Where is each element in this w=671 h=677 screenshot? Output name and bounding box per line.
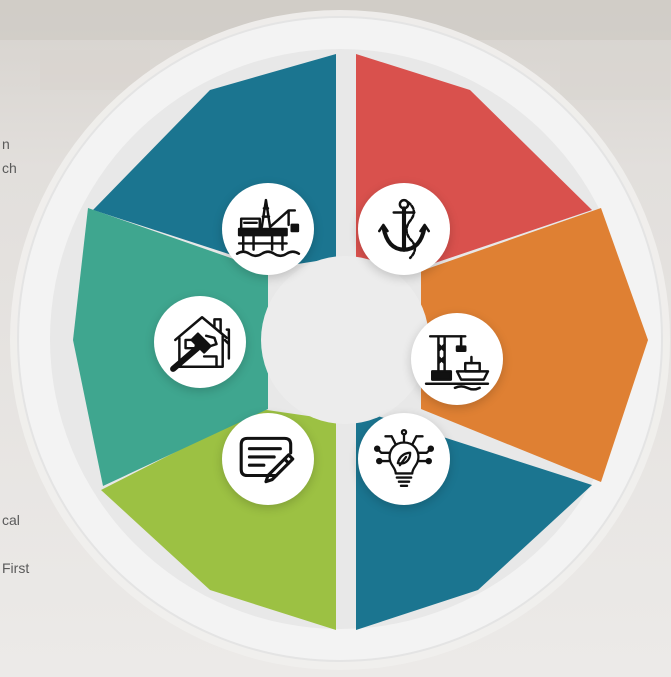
badge-house-hammer xyxy=(154,296,246,388)
badge-anchor xyxy=(358,183,450,275)
segment-right xyxy=(421,208,648,482)
center-hub xyxy=(261,256,429,424)
badge-document xyxy=(222,413,314,505)
background-text: ch xyxy=(2,160,17,176)
background-text: First xyxy=(2,560,30,576)
badge-port-crane xyxy=(411,313,503,405)
badge-lightbulb xyxy=(358,413,450,505)
anchor-rope-icon xyxy=(378,198,430,260)
offshore-oil-rig-icon xyxy=(235,198,301,258)
background-text: cal xyxy=(2,512,20,528)
document-edit-icon xyxy=(239,436,295,484)
background-text: n xyxy=(2,136,10,152)
port-crane-ship-icon xyxy=(424,335,490,391)
house-hammer-icon xyxy=(170,316,231,372)
badge-oil-rig xyxy=(222,183,314,275)
lightbulb-leaf-circuit-icon xyxy=(373,428,435,487)
